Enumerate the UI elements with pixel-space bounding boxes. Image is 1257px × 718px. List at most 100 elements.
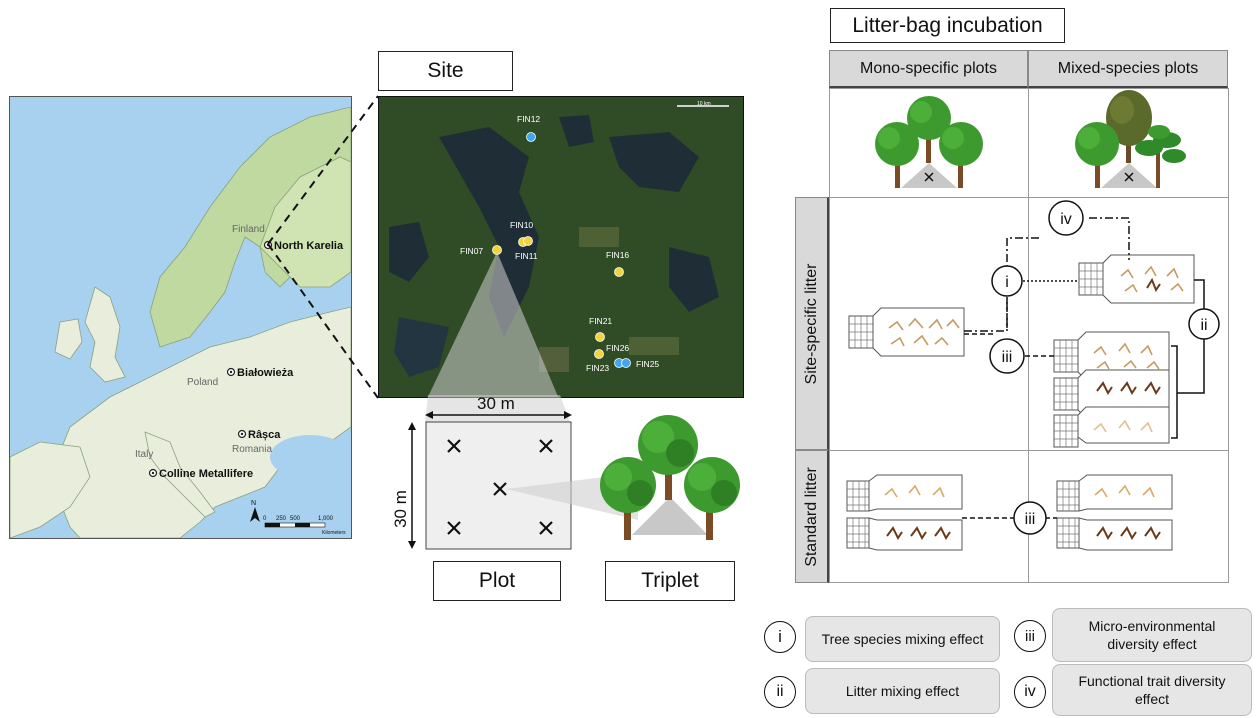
effect-marker-ii: ii	[1188, 308, 1220, 340]
litter-grid: i iv ii iii iii	[829, 88, 1229, 583]
legend-text-box-iii: Micro-environmental diversity effect	[1052, 608, 1252, 662]
scale-unit: Kilometers	[322, 530, 346, 536]
triplet-label: Triplet	[641, 569, 699, 592]
site-label: Site	[427, 59, 464, 82]
britain-land	[84, 286, 126, 383]
north-arrow-icon: N	[250, 500, 260, 522]
mono-trees	[875, 96, 983, 188]
legend-numeral-i-circle: i	[764, 621, 796, 653]
satellite-map: 10 km FIN12 FIN10 FIN11 FIN07 FIN16 FIN2…	[378, 96, 744, 398]
legend-numeral-ii: ii	[776, 683, 784, 700]
litter-bag-mono-site	[848, 307, 965, 357]
finland-land	[259, 156, 351, 288]
marker-fin26: FIN26	[594, 343, 629, 359]
effect-marker-iii-site-label: iii	[1002, 349, 1013, 366]
row-header-standard: Standard litter	[795, 450, 829, 583]
effect-marker-iii-standard-label: iii	[1025, 511, 1036, 528]
col-header-mixed-label: Mixed-species plots	[1057, 59, 1199, 77]
marker-fin16: FIN16	[606, 250, 629, 277]
marker-fin10: FIN10	[510, 220, 533, 247]
legend-numeral-iii: iii	[1025, 627, 1035, 645]
legend-numeral-iii-circle: iii	[1014, 620, 1046, 652]
legend-numeral-i: i	[778, 627, 782, 646]
baltic-sea	[225, 252, 272, 322]
tree-icon	[939, 122, 983, 188]
effect-marker-iv-label: iv	[1060, 211, 1072, 228]
legend-numeral-iv: iv	[1024, 683, 1036, 700]
europe-map: Finland Poland Romania Italy North Karel…	[9, 96, 352, 539]
legend-item-iv: iv Functional trait diversity effect	[1010, 664, 1257, 718]
tree-icon	[875, 122, 919, 188]
marker-fin07: FIN07	[460, 245, 502, 256]
row-header-site-specific-label: Site-specific litter	[802, 263, 820, 384]
plot-x-marks	[447, 439, 553, 535]
marker-label-fin25: FIN25	[636, 359, 659, 369]
legend-numeral-iv-circle: iv	[1014, 676, 1046, 708]
legend: i Tree species mixing effect iii Micro-e…	[760, 600, 1257, 718]
plot-height-label: 30 m	[391, 490, 410, 528]
scale-tick-2: 500	[290, 516, 301, 522]
plot-label-box: Plot	[433, 561, 561, 601]
ireland-land	[54, 318, 83, 360]
legend-item-iii: iii Micro-environmental diversity effect	[1010, 608, 1257, 662]
tree-icon	[1106, 90, 1152, 163]
row-header-site-specific: Site-specific litter	[795, 197, 829, 450]
country-label-poland: Poland	[187, 377, 218, 388]
marker-fin11: FIN11	[515, 251, 538, 261]
marker-fin25: FIN25	[614, 358, 659, 369]
legend-text-iii: Micro-environmental diversity effect	[1088, 618, 1216, 652]
map-scale-text: 10 km	[697, 101, 711, 107]
litter-bag-stack	[1053, 331, 1178, 448]
zoom-line-bottom	[267, 243, 379, 399]
field	[629, 337, 679, 355]
tree-icon	[907, 96, 951, 163]
triplet-label-box: Triplet	[605, 561, 735, 601]
scale-tick-1: 250	[276, 516, 287, 522]
marker-label-fin26: FIN26	[606, 343, 629, 353]
marker-label-fin12: FIN12	[517, 114, 540, 124]
site-label-box: Site	[378, 51, 513, 91]
zoom-wedge-plot	[427, 252, 559, 397]
tree-icon	[1135, 125, 1186, 188]
field	[579, 227, 619, 247]
marker-label-fin23: FIN23	[586, 363, 609, 373]
legend-text-box-ii: Litter mixing effect	[805, 668, 1000, 714]
legend-numeral-ii-circle: ii	[764, 676, 796, 708]
site-label-colline-metallifere: Colline Metallifere	[159, 468, 253, 480]
effect-marker-iv: iv	[1048, 200, 1084, 236]
litter-bag-title: Litter-bag incubation	[852, 13, 1043, 37]
effect-marker-ii-label: ii	[1200, 317, 1207, 334]
marker-label-fin11: FIN11	[515, 251, 538, 261]
plot-label: Plot	[478, 569, 516, 592]
col-header-mono: Mono-specific plots	[829, 50, 1028, 88]
standard-bags-mixed	[1056, 474, 1173, 551]
country-label-romania: Romania	[232, 444, 272, 455]
europe-map-graphic: Finland Poland Romania Italy North Karel…	[10, 97, 351, 538]
standard-bags-mono	[846, 474, 963, 551]
effect-marker-i: i	[991, 265, 1023, 297]
triplet-trees	[600, 415, 740, 540]
lake	[439, 127, 539, 337]
triplet-triangle	[632, 497, 708, 535]
site-label-bialowieza: Białowieża	[237, 367, 294, 379]
tree-icon	[638, 415, 698, 500]
litter-bag-mixed-site	[1078, 254, 1195, 304]
row-header-standard-label: Standard litter	[802, 466, 820, 567]
lake	[609, 132, 699, 192]
lake	[389, 222, 429, 282]
satellite-map-graphic: 10 km FIN12 FIN10 FIN11 FIN07 FIN16 FIN2…	[379, 97, 743, 397]
site-marker-bialowieza: Białowieża	[226, 367, 294, 379]
marker-fin23: FIN23	[586, 363, 609, 373]
iberia-land	[10, 441, 91, 538]
site-marker-colline-metallifere: Colline Metallifere	[148, 468, 253, 480]
site-label-rasca: Râșca	[248, 429, 281, 441]
italy-land	[144, 431, 216, 518]
site-marker-rasca: Râșca	[237, 429, 281, 441]
col-header-mono-label: Mono-specific plots	[860, 59, 997, 77]
effect-marker-i-label: i	[1005, 274, 1009, 291]
tree-icon	[1075, 122, 1119, 188]
country-label-italy: Italy	[135, 449, 153, 460]
litter-bag-title-box: Litter-bag incubation	[830, 8, 1065, 43]
lake	[669, 247, 719, 312]
